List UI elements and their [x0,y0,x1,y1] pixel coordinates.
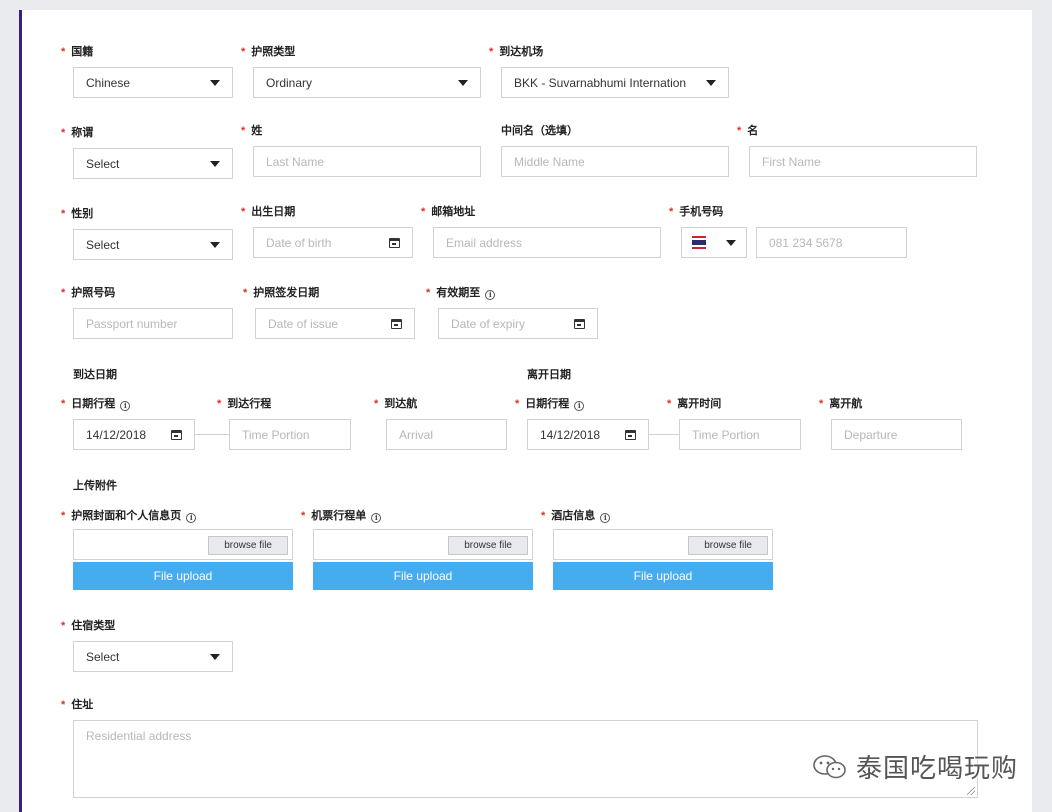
info-icon[interactable]: i [371,513,382,523]
passport-type-label: *护照类型 [241,46,296,58]
passport-number-label: *护照号码 [61,287,116,299]
nationality-label: *国籍 [61,46,94,58]
passport-number-input[interactable]: Passport number [73,308,233,339]
info-icon[interactable]: i [600,513,611,523]
browse-file-button[interactable]: browse file [208,536,288,555]
visa-form-card: *国籍 Chinese *护照类型 Ordinary *到达机场 BKK - S… [19,10,1032,812]
departure-flight-input[interactable]: Departure [831,419,962,450]
info-icon[interactable]: i [186,513,197,523]
calendar-icon[interactable] [625,429,636,440]
title-label: *称谓 [61,127,94,139]
chevron-down-icon [706,79,716,86]
passport-type-select[interactable]: Ordinary [253,67,481,98]
first-name-label: *名 [737,125,759,137]
info-icon[interactable]: i [485,290,496,300]
info-icon[interactable]: i [120,401,131,411]
first-name-input[interactable]: First Name [749,146,977,177]
gender-label: *性别 [61,208,94,220]
departure-time-input[interactable]: Time Portion [679,419,801,450]
accommodation-type-label: *住宿类型 [61,620,116,632]
departure-time-label: *离开时间 [667,398,722,410]
hotel-file-input[interactable]: browse file [553,529,773,560]
upload-section-title: 上传附件 [73,480,117,492]
passport-file-input[interactable]: browse file [73,529,293,560]
country-code-select[interactable] [681,227,747,258]
resize-handle[interactable] [967,787,975,795]
last-name-input[interactable]: Last Name [253,146,481,177]
chevron-down-icon [210,160,220,167]
issue-date-label: *护照签发日期 [243,287,320,299]
thailand-flag-icon [692,236,706,250]
last-name-label: *姓 [241,125,263,137]
gender-select[interactable]: Select [73,229,233,260]
title-select[interactable]: Select [73,148,233,179]
departure-flight-label: *离开航 [819,398,863,410]
chevron-down-icon [726,239,736,246]
connector-line [649,434,679,435]
browse-file-button[interactable]: browse file [448,536,528,555]
chevron-down-icon [210,653,220,660]
info-icon[interactable]: i [574,401,585,411]
chevron-down-icon [210,79,220,86]
calendar-icon[interactable] [574,318,585,329]
middle-name-label: 中间名（选填） [501,125,578,137]
flight-upload-button[interactable]: File upload [313,562,533,590]
expiry-date-input[interactable]: Date of expiry [438,308,598,339]
email-label: *邮箱地址 [421,206,476,218]
address-label: *住址 [61,699,94,711]
email-input[interactable]: Email address [433,227,661,258]
nationality-select[interactable]: Chinese [73,67,233,98]
arrival-date-input[interactable]: 14/12/2018 [73,419,195,450]
arrival-airport-label: *到达机场 [489,46,544,58]
dob-input[interactable]: Date of birth [253,227,413,258]
connector-line [195,434,229,435]
arrival-flight-input[interactable]: Arrival [386,419,507,450]
flight-file-input[interactable]: browse file [313,529,533,560]
middle-name-input[interactable]: Middle Name [501,146,729,177]
chevron-down-icon [210,241,220,248]
phone-label: *手机号码 [669,206,724,218]
arrival-flight-label: *到达航 [374,398,418,410]
issue-date-input[interactable]: Date of issue [255,308,415,339]
arrival-time-input[interactable]: Time Portion [229,419,351,450]
browse-file-button[interactable]: browse file [688,536,768,555]
calendar-icon[interactable] [389,237,400,248]
chevron-down-icon [458,79,468,86]
departure-date-section-title: 离开日期 [527,369,571,381]
phone-input[interactable]: 081 234 5678 [756,227,907,258]
passport-upload-button[interactable]: File upload [73,562,293,590]
dob-label: *出生日期 [241,206,296,218]
arrival-trip-label: *到达行程 [217,398,272,410]
calendar-icon[interactable] [171,429,182,440]
arrival-airport-select[interactable]: BKK - Suvarnabhumi Internation [501,67,729,98]
watermark: 泰国吃喝玩购 [812,748,1018,785]
address-textarea[interactable]: Residential address [73,720,978,798]
departure-date-input[interactable]: 14/12/2018 [527,419,649,450]
arrival-date-section-title: 到达日期 [73,369,117,381]
hotel-upload-button[interactable]: File upload [553,562,773,590]
wechat-logo-icon [813,754,846,778]
calendar-icon[interactable] [391,318,402,329]
accommodation-type-select[interactable]: Select [73,641,233,672]
